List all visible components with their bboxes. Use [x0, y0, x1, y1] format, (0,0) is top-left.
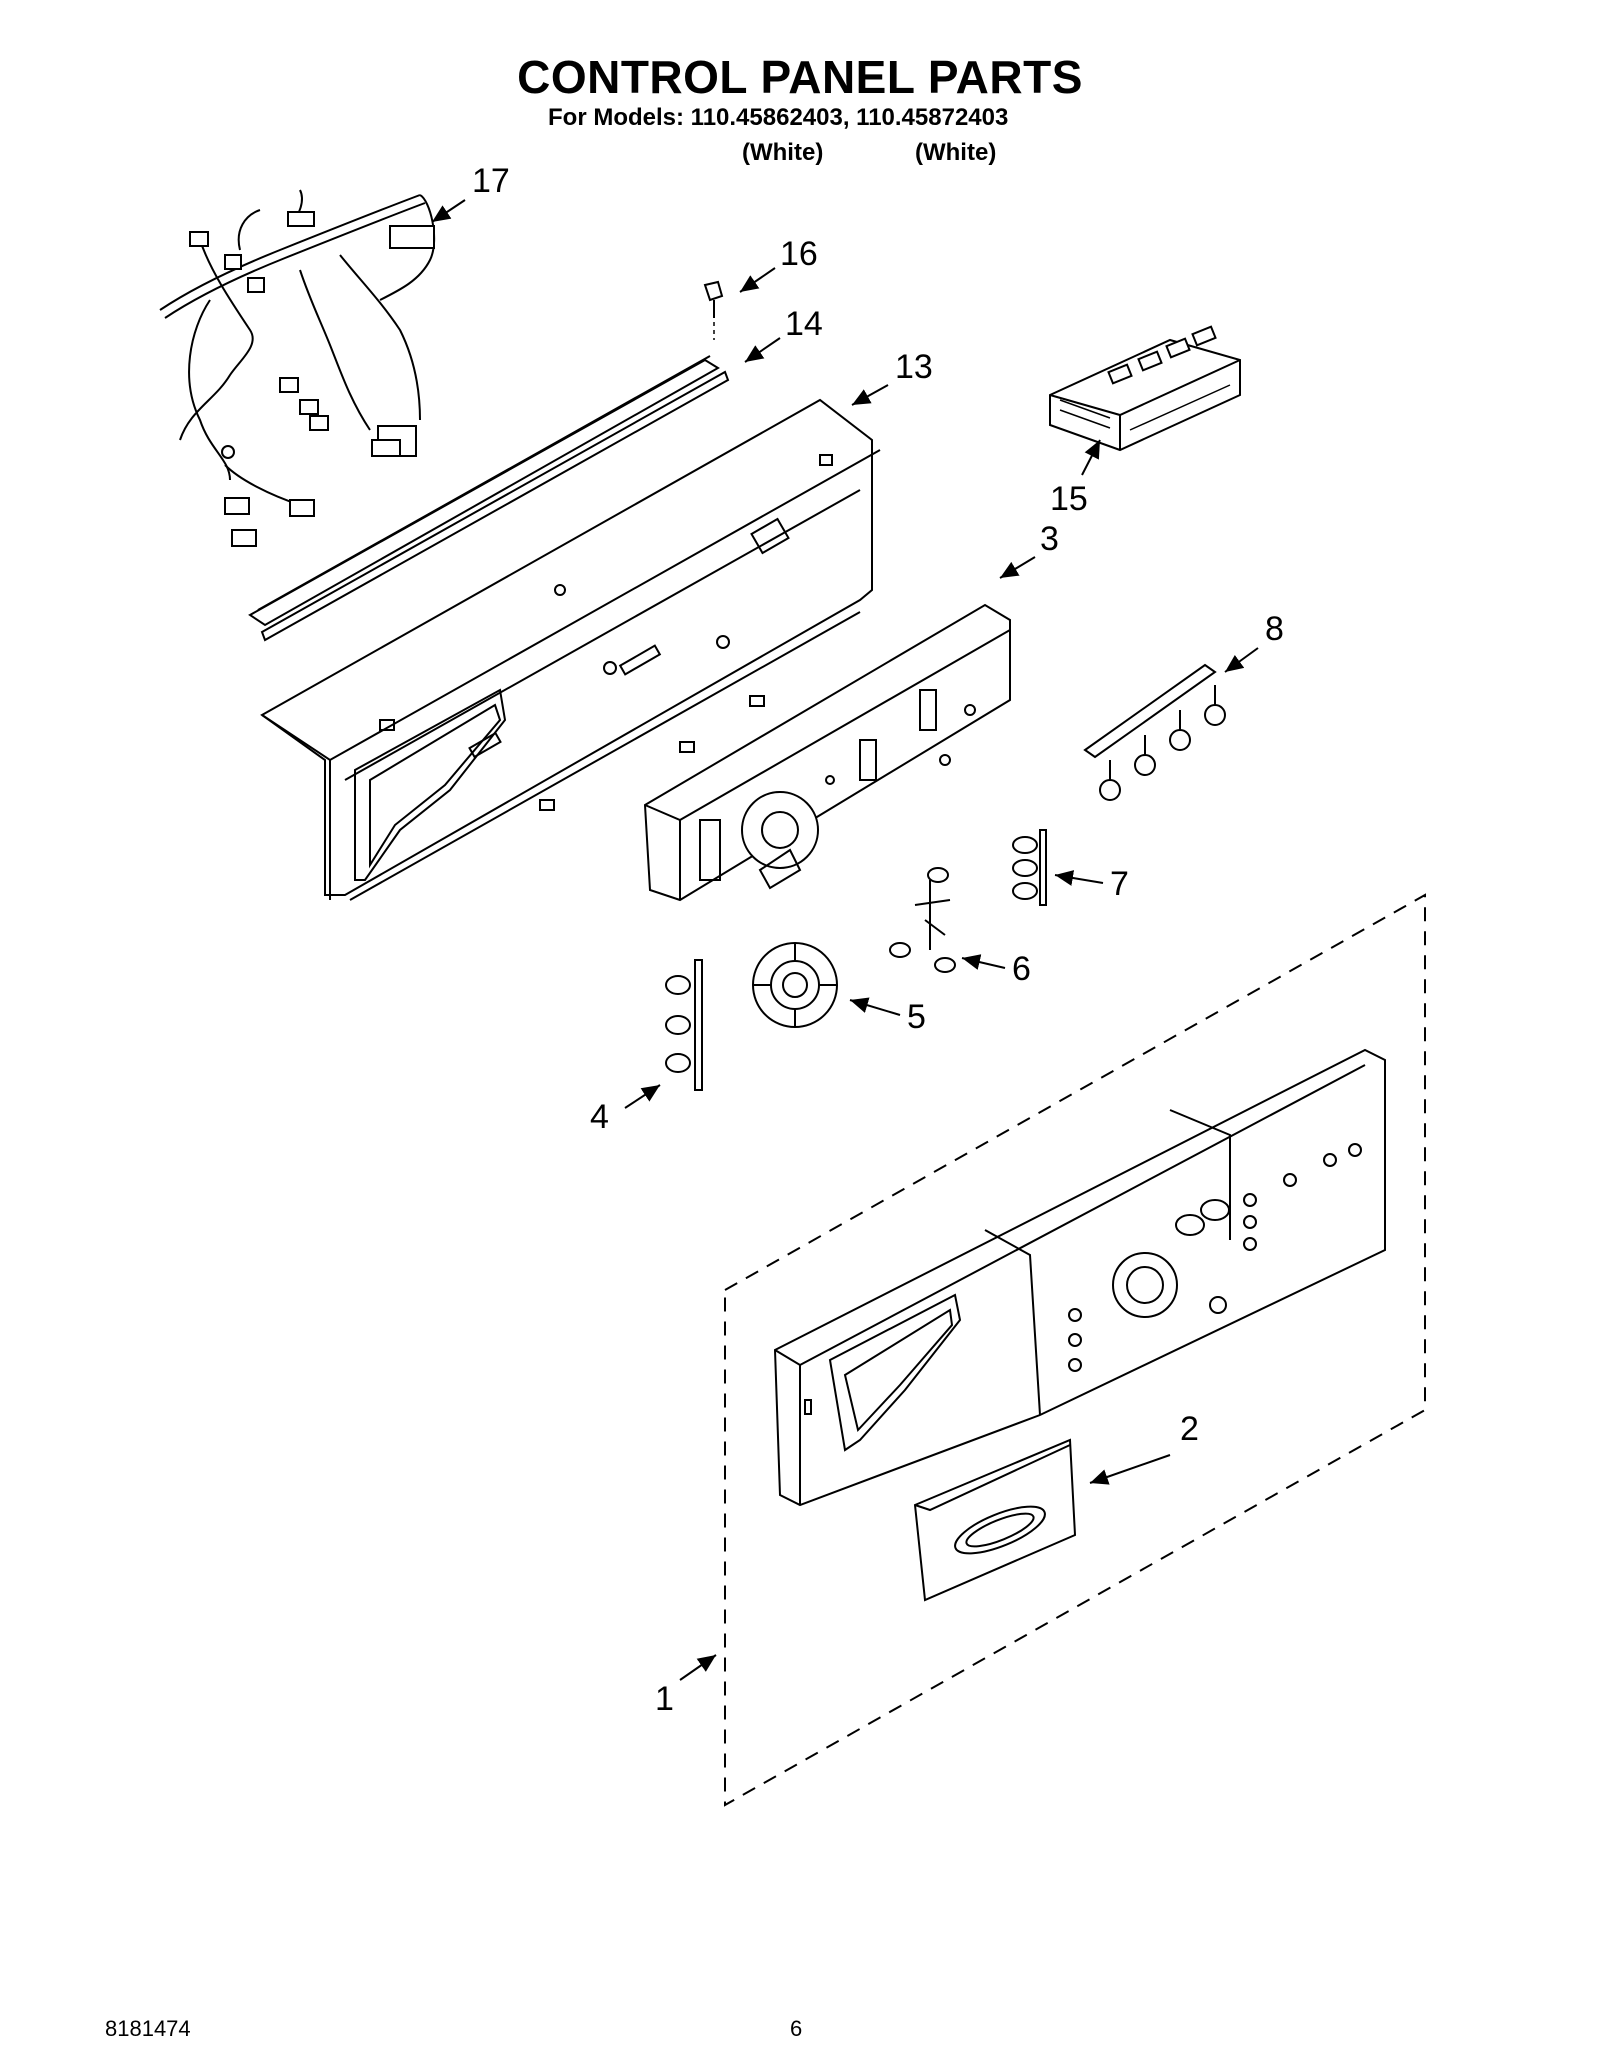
button-lens-set-part	[1012, 829, 1047, 906]
callout-5: 5	[849, 997, 926, 1036]
page-number: 6	[790, 2016, 803, 2041]
callout-15: 15	[1050, 439, 1101, 518]
svg-text:8: 8	[1265, 610, 1284, 648]
svg-text:6: 6	[1012, 950, 1031, 988]
console-housing-part	[260, 398, 881, 901]
document-number: 8181474	[105, 2016, 191, 2041]
dial-ring-part	[752, 942, 838, 1028]
ui-board-part	[643, 603, 1011, 902]
button-assembly-part	[1083, 663, 1226, 801]
dispenser-drawer-part	[913, 1438, 1077, 1602]
svg-text:13: 13	[895, 348, 933, 386]
callout-1: 1	[655, 1654, 717, 1718]
svg-text:5: 5	[907, 998, 926, 1036]
pushbutton-linkage-part	[889, 867, 956, 973]
screw-part	[703, 280, 724, 340]
svg-text:3: 3	[1040, 520, 1059, 558]
svg-text:4: 4	[590, 1098, 609, 1136]
callout-16: 16	[739, 235, 818, 293]
callout-2: 2	[1089, 1410, 1199, 1485]
svg-text:15: 15	[1050, 480, 1088, 518]
svg-text:17: 17	[472, 162, 510, 200]
callout-17: 17	[431, 162, 510, 223]
control-module-part	[1049, 325, 1241, 452]
console-panel-part	[724, 893, 1426, 1807]
callout-6: 6	[961, 950, 1031, 988]
model-color-2: (White)	[915, 139, 997, 166]
lens-strip-part	[665, 959, 703, 1091]
svg-text:14: 14	[785, 305, 823, 343]
bracket-rail-part	[248, 355, 730, 642]
model-color-1: (White)	[742, 139, 824, 166]
svg-text:7: 7	[1110, 865, 1129, 903]
models-subtitle: For Models: 110.45862403, 110.45872403	[548, 104, 1009, 131]
callout-4: 4	[590, 1084, 661, 1136]
svg-text:16: 16	[780, 235, 818, 273]
svg-text:1: 1	[655, 1680, 674, 1718]
callout-14: 14	[744, 305, 823, 363]
wire-harness-part	[159, 189, 436, 547]
callout-7: 7	[1054, 865, 1129, 903]
page-title: CONTROL PANEL PARTS	[517, 51, 1083, 103]
svg-text:2: 2	[1180, 1410, 1199, 1448]
callout-3: 3	[999, 520, 1059, 579]
callout-13: 13	[851, 348, 933, 406]
callout-8: 8	[1224, 610, 1284, 673]
